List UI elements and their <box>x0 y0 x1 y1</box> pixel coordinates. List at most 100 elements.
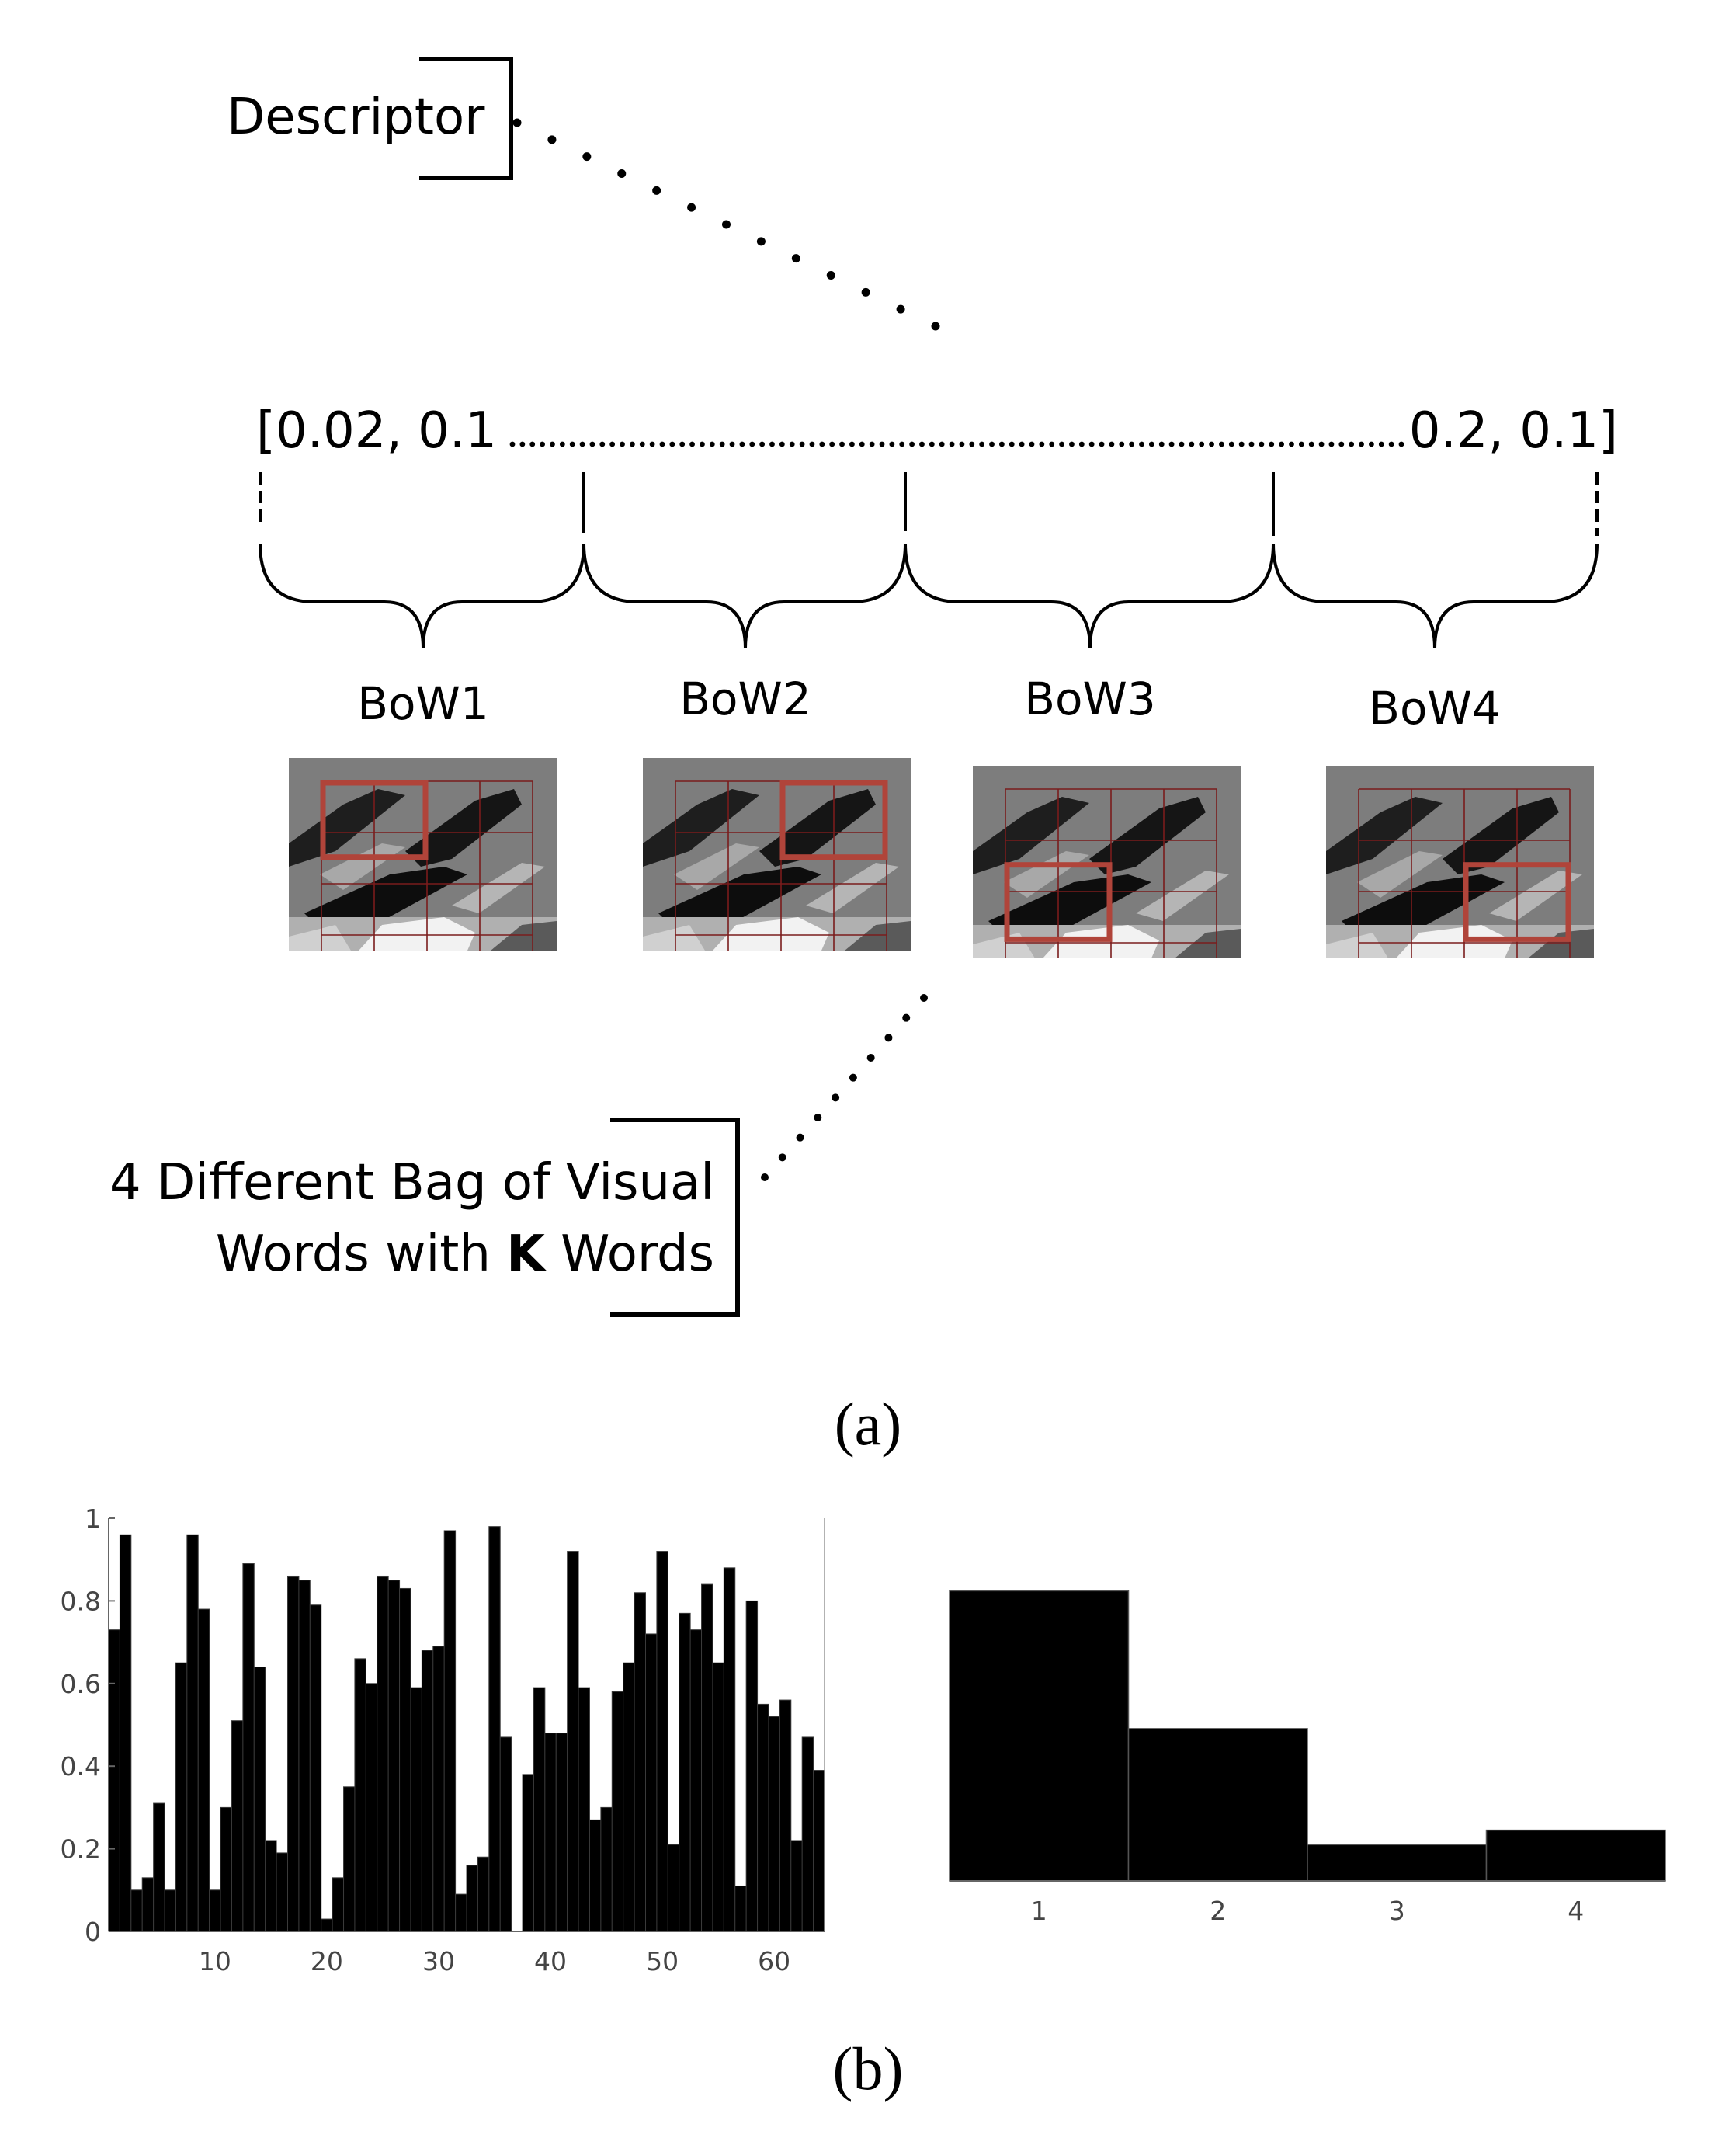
ellipsis-dot <box>1338 441 1345 447</box>
ellipsis-dot <box>879 441 885 447</box>
ellipsis-dot <box>1219 441 1224 447</box>
ellipsis-dot <box>1029 441 1035 447</box>
ellipsis-dot <box>589 441 595 447</box>
descriptor-dotted-leader <box>512 118 940 331</box>
ellipsis-dot <box>659 441 665 447</box>
descriptor-callout: Descriptor <box>227 57 940 331</box>
histogram-bar <box>321 1918 333 1932</box>
leader-dot <box>931 322 940 331</box>
histogram-bar <box>186 1534 199 1932</box>
ellipsis-dot <box>1248 441 1255 447</box>
bow4-label: BoW4 <box>1369 682 1501 735</box>
bow-thumbnail-1 <box>289 758 557 951</box>
leader-dot <box>832 1093 840 1102</box>
leader-dot <box>884 1034 893 1042</box>
ellipsis-dot <box>669 441 675 447</box>
histogram-bar <box>600 1806 613 1932</box>
histogram-bar <box>801 1736 814 1932</box>
histogram-bar <box>790 1840 803 1932</box>
histogram-bar <box>712 1662 724 1932</box>
leader-dot <box>826 271 835 280</box>
bottom-patch <box>643 925 705 951</box>
histogram-bar <box>611 1691 624 1932</box>
ellipsis-dot <box>1139 441 1144 447</box>
segment-markers <box>259 472 1599 536</box>
histogram-bar <box>813 1770 825 1932</box>
ellipsis-dot <box>889 441 895 447</box>
ellipsis-dot <box>1199 441 1205 447</box>
x-tick-label: 10 <box>199 1946 231 1976</box>
histogram-bar <box>365 1683 378 1932</box>
leader-dot <box>920 994 928 1002</box>
ellipsis-dot <box>1049 441 1055 447</box>
ellipsis-dot <box>689 441 695 447</box>
leader-dot <box>582 152 592 162</box>
bow1-label: BoW1 <box>357 677 489 730</box>
ellipsis-dot <box>1328 441 1335 447</box>
ellipsis-dot <box>679 441 686 447</box>
ellipsis-dot <box>939 441 945 447</box>
histogram-bar <box>387 1580 401 1932</box>
stripe-dark <box>289 789 405 867</box>
histogram-bar <box>298 1580 311 1932</box>
leader-dot <box>849 1073 857 1082</box>
stripe-light <box>1489 871 1582 921</box>
ellipsis-dot <box>579 441 585 447</box>
histogram-bar <box>197 1608 210 1932</box>
ellipsis-dot <box>1099 441 1105 447</box>
stripe-light <box>674 843 759 890</box>
bottom-patch <box>491 921 557 951</box>
ellipsis-dot <box>719 441 725 447</box>
ellipsis-dot <box>1059 441 1064 447</box>
stripe-light <box>806 863 899 913</box>
bow-thumbnail-2 <box>643 758 911 951</box>
bag-label-line1: 4 Different Bag of Visual <box>109 1154 714 1212</box>
x-tick-label: 2 <box>1210 1896 1226 1926</box>
histogram-bar <box>175 1662 188 1932</box>
histogram-bar <box>108 1629 120 1932</box>
ellipsis-dot <box>639 441 645 447</box>
histogram-bar <box>689 1629 703 1932</box>
bag-label-line2: Words with K Words <box>216 1225 714 1283</box>
ellipsis-dot <box>829 441 835 447</box>
histogram-bar <box>533 1687 546 1932</box>
ellipsis-dot <box>1119 441 1125 447</box>
highlight-box <box>779 780 888 860</box>
y-tick-label: 0.8 <box>61 1586 101 1616</box>
histogram-bar <box>578 1687 590 1932</box>
ellipsis-dot <box>869 441 875 447</box>
ellipsis-dot <box>559 441 565 447</box>
bottom-patch <box>845 921 911 951</box>
ellipsis-dot <box>1019 441 1025 447</box>
ellipsis-dot <box>1078 441 1085 447</box>
histogram-bar <box>410 1687 422 1932</box>
histogram-bar <box>265 1840 277 1932</box>
ellipsis-dot <box>1189 441 1195 447</box>
leader-dot <box>756 237 766 246</box>
x-tick-label: 40 <box>534 1946 567 1976</box>
ellipsis-dot <box>1088 441 1095 447</box>
histogram-bar <box>354 1658 366 1932</box>
ellipsis-dot <box>769 441 775 447</box>
bottom-patch <box>1528 929 1594 958</box>
histogram-bar <box>153 1802 165 1932</box>
x-tick-label: 60 <box>758 1946 790 1976</box>
leader-dot <box>652 186 661 195</box>
caption-b: (b) <box>833 2035 904 2102</box>
ellipsis-dot <box>739 441 745 447</box>
histogram-bar <box>477 1856 490 1932</box>
histogram-bar <box>332 1877 345 1932</box>
histogram-bar <box>399 1587 411 1932</box>
bag-label-line2-pre: Words with <box>216 1225 506 1283</box>
ellipsis-dot <box>1228 441 1234 447</box>
stripe-dark <box>1326 797 1443 874</box>
histogram-bar <box>141 1877 155 1932</box>
ellipsis-dot <box>1148 441 1154 447</box>
ellipsis-dot <box>1298 441 1304 447</box>
caption-a: (a) <box>835 1390 902 1458</box>
ellipsis-dot <box>909 441 915 447</box>
ellipsis-dot <box>859 441 865 447</box>
ellipsis-dot <box>949 441 955 447</box>
histogram-bar <box>466 1865 478 1932</box>
